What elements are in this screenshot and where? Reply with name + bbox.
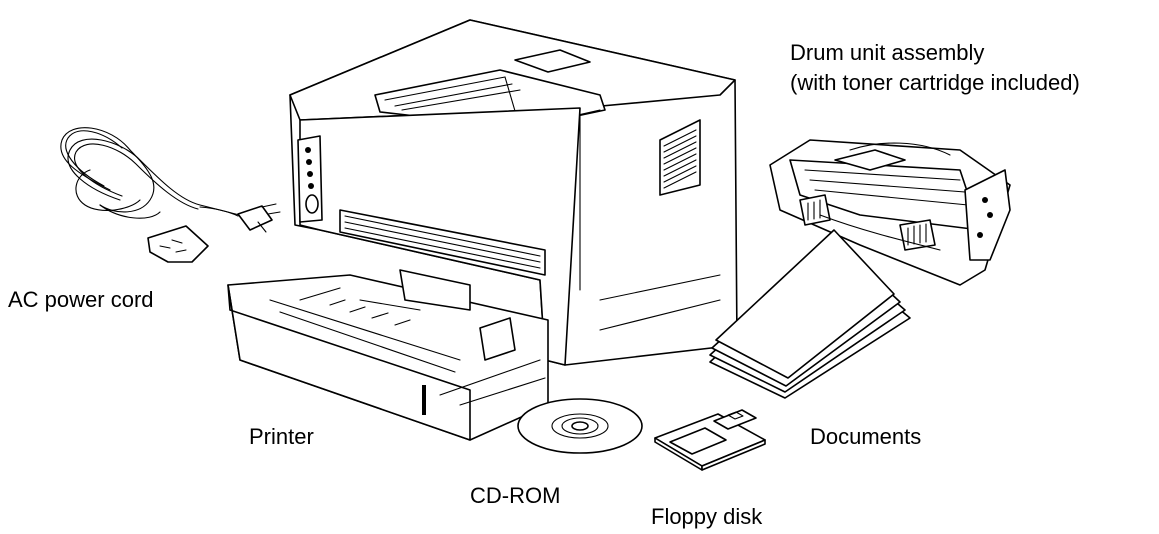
- printer-control-panel: [297, 135, 323, 223]
- printer-paper-tray: [227, 269, 549, 441]
- power-cord-icon: [60, 127, 281, 263]
- printer-label: Printer: [249, 424, 314, 449]
- cd-rom-icon: [517, 398, 643, 454]
- cd-rom-label: CD-ROM: [470, 483, 561, 508]
- drum-unit-label-line2: (with toner cartridge included): [790, 70, 1080, 95]
- power-cord-label: AC power cord: [8, 287, 154, 312]
- printer-icon: [227, 19, 738, 441]
- documents-label: Documents: [810, 424, 922, 449]
- documents-icon: [709, 229, 911, 399]
- floppy-disk-icon: [654, 409, 766, 471]
- drum-unit-label-line1: Drum unit assembly: [790, 40, 985, 65]
- drum-unit-icon: [769, 139, 1011, 286]
- floppy-disk-label: Floppy disk: [651, 504, 763, 529]
- printer-vent: [659, 119, 701, 196]
